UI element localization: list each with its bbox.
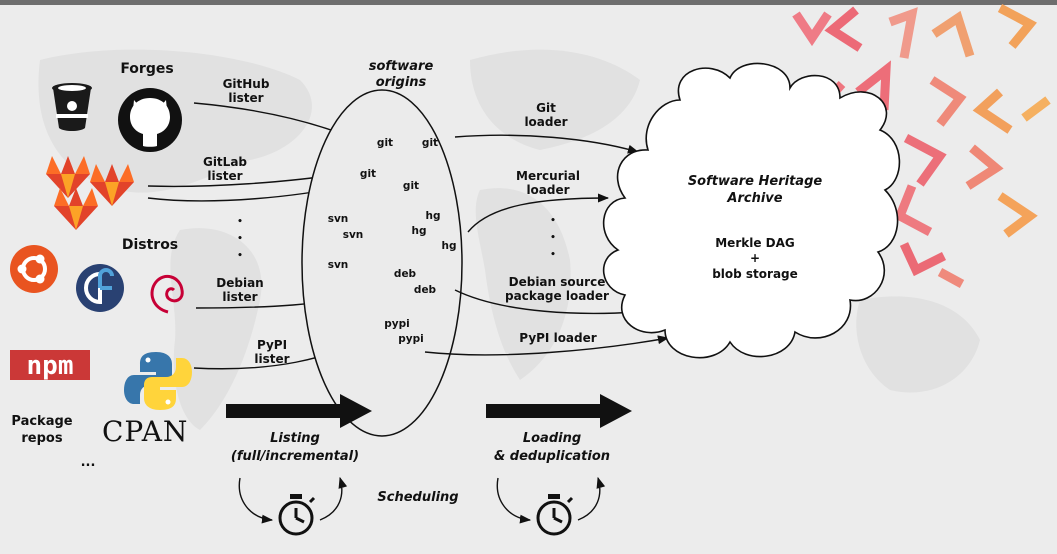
github-lister-label-1: GitHub [223, 77, 270, 91]
loader-ellipsis-3: • [550, 250, 556, 260]
debian-icon [150, 274, 184, 314]
archive-title-1: Software Heritage [688, 174, 823, 189]
loading-label-2: & deduplication [494, 449, 610, 464]
lister-ellipsis-1: • [237, 217, 243, 227]
origin-item: pypi [398, 333, 423, 345]
loader-ellipsis-2: • [550, 233, 556, 243]
lister-ellipsis-2: • [237, 234, 243, 244]
software-origins-ellipse [301, 89, 463, 437]
origin-item: svn [328, 259, 349, 271]
origin-item: svn [343, 229, 364, 241]
debian-loader-label-1: Debian source [509, 275, 606, 289]
origin-item: hg [426, 210, 441, 222]
listing-label-2: (full/incremental) [231, 449, 359, 464]
mercurial-loader-label-2: loader [526, 183, 569, 197]
origin-item: hg [442, 240, 457, 252]
debian-loader-label-2: package loader [505, 289, 609, 303]
package-repos-label-2: repos [21, 431, 62, 446]
stopwatch-icon [536, 494, 574, 536]
pypi-lister-label-1: PyPI [257, 338, 287, 352]
loader-ellipsis-1: • [550, 216, 556, 226]
gitlab-lister-label-1: GitLab [203, 155, 247, 169]
origin-item: git [403, 180, 419, 192]
svg-text:npm: npm [27, 351, 74, 381]
distros-label: Distros [122, 237, 178, 253]
debian-lister-label-2: lister [222, 290, 257, 304]
ubuntu-icon [10, 245, 58, 293]
pypi-lister-label-2: lister [254, 352, 289, 366]
git-loader-label-2: loader [524, 115, 567, 129]
gitlab-icons [46, 156, 134, 230]
world-map-background [38, 49, 980, 430]
pypi-loader-label: PyPI loader [519, 331, 596, 345]
github-lister-label-2: lister [228, 91, 263, 105]
gitlab-lister-label-2: lister [207, 169, 242, 183]
more-sources-ellipsis: ... [81, 455, 96, 470]
npm-logo-icon: npm [10, 350, 90, 381]
python-icon [124, 352, 192, 410]
origin-item: git [360, 168, 376, 180]
archive-title-2: Archive [726, 191, 782, 206]
software-origins-title-1: software [369, 59, 434, 74]
top-bar [0, 0, 1057, 5]
software-heritage-archive-cloud [602, 62, 901, 359]
github-icon [118, 88, 182, 152]
fedora-icon [76, 264, 124, 312]
loading-label-1: Loading [523, 431, 581, 446]
stopwatch-icon [278, 494, 316, 536]
origin-item: deb [394, 268, 417, 280]
origin-item: svn [328, 213, 349, 225]
archive-storage-2: + [750, 251, 760, 265]
archive-storage-3: blob storage [712, 267, 798, 281]
git-loader-label-1: Git [536, 101, 556, 115]
forges-label: Forges [120, 61, 173, 77]
listing-label-1: Listing [270, 431, 320, 446]
mercurial-loader-label-1: Mercurial [516, 169, 580, 183]
origin-item: deb [414, 284, 437, 296]
scheduling-loop-right [496, 476, 606, 524]
origin-item: hg [412, 225, 427, 237]
debian-lister-label-1: Debian [216, 276, 263, 290]
software-origins-title-2: origins [376, 75, 427, 90]
lister-ellipsis-3: • [237, 251, 243, 261]
svg-text:CPAN: CPAN [102, 415, 188, 448]
loader-arrows [424, 134, 670, 356]
archive-storage-1: Merkle DAG [715, 236, 795, 250]
origin-item: git [377, 137, 393, 149]
cpan-logo-icon: CPAN [102, 415, 188, 448]
scheduling-label: Scheduling [377, 490, 458, 505]
listing-phase-arrow [226, 394, 372, 428]
bitbucket-icon [52, 83, 92, 131]
loading-phase-arrow [486, 394, 632, 428]
package-repos-label-1: Package [11, 414, 72, 429]
origin-item: git [422, 137, 438, 149]
scheduling-loop-left [238, 476, 348, 524]
origin-item: pypi [384, 318, 409, 330]
